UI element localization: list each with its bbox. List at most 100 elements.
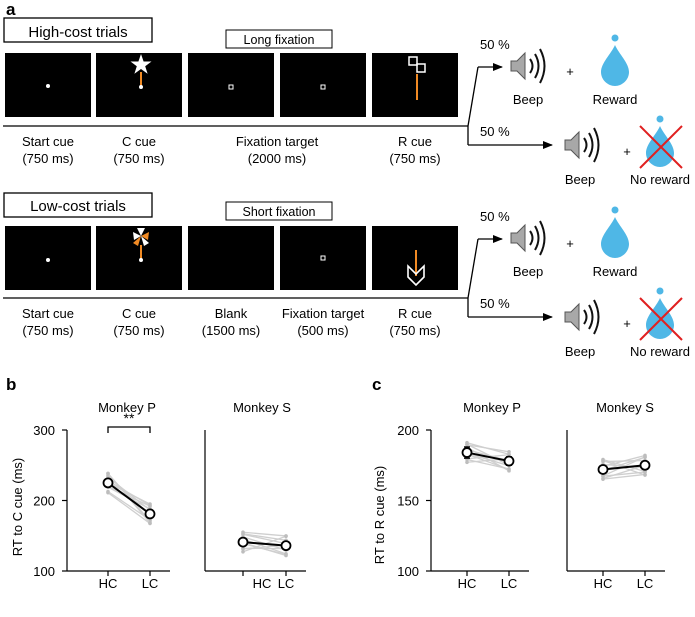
- session-point: [465, 460, 469, 465]
- x-tick-label: LC: [278, 576, 295, 591]
- no-reward-label: No reward: [630, 172, 690, 187]
- session-point: [601, 474, 605, 478]
- session-point: [148, 504, 152, 508]
- fixation-dot: [139, 258, 143, 262]
- y-tick-label: 200: [33, 494, 55, 509]
- y-tick-label: 100: [33, 564, 55, 579]
- speaker-icon: [564, 299, 600, 335]
- session-point: [601, 477, 605, 481]
- mean-line: [466, 451, 510, 463]
- fixation-dot: [46, 84, 50, 88]
- session-line: [242, 533, 287, 545]
- short-fixation-label: Short fixation: [243, 205, 316, 219]
- screen-r-cue: [372, 53, 458, 117]
- water-drop-icon: [601, 34, 629, 86]
- stage-name: Fixation target: [236, 134, 319, 149]
- mean-marker: [461, 447, 473, 458]
- session-line: [107, 492, 151, 524]
- x-tick-label: HC: [458, 576, 477, 591]
- stage-duration: (750 ms): [22, 151, 73, 166]
- mean-marker: [503, 455, 515, 467]
- session-point: [241, 532, 245, 537]
- session-point: [241, 550, 245, 554]
- plus-sign: +: [566, 64, 574, 79]
- branch-line: [467, 66, 479, 127]
- significance-stars: **: [124, 410, 135, 426]
- session-point: [284, 552, 288, 556]
- mean-marker: [280, 540, 292, 552]
- mean-marker: [597, 464, 609, 475]
- panel-c-letter: c: [372, 375, 381, 394]
- probability-label: 50 %: [480, 124, 510, 139]
- y-tick-label: 100: [397, 564, 419, 579]
- low-cost-title-box: [3, 192, 153, 218]
- reward-label: Reward: [593, 92, 638, 107]
- mean-marker: [102, 477, 114, 489]
- screen-fixation-target: [280, 226, 366, 290]
- x-tick-label: LC: [637, 576, 654, 591]
- stage-name: Blank: [215, 306, 248, 321]
- probability-label: 50 %: [480, 37, 510, 52]
- subplot-title: Monkey P: [98, 400, 156, 415]
- branch-line: [467, 238, 479, 299]
- mean-marker: [237, 536, 249, 548]
- subplot-title: Monkey S: [596, 400, 654, 415]
- panel-b-ylabel: RT to C cue (ms): [10, 458, 25, 556]
- significance-bracket: [107, 426, 151, 433]
- fixation-square: [320, 255, 326, 261]
- square-target-icon: [416, 63, 426, 73]
- screen-blank: [188, 226, 274, 290]
- water-drop-icon: [646, 115, 674, 167]
- session-point: [643, 455, 647, 459]
- plus-sign: +: [623, 144, 631, 159]
- no-reward-label: No reward: [630, 344, 690, 359]
- subplot-title: Monkey P: [463, 400, 521, 415]
- session-point: [507, 469, 511, 473]
- water-drop-icon: [646, 287, 674, 339]
- low-cost-title: Low-cost trials: [30, 198, 126, 215]
- session-line: [242, 538, 287, 555]
- y-tick-label: 200: [397, 423, 419, 438]
- no-reward-cross: [639, 125, 683, 169]
- fixation-square: [320, 84, 326, 90]
- x-tick-label: LC: [142, 576, 159, 591]
- session-line: [242, 542, 287, 557]
- stage-name: Start cue: [22, 134, 74, 149]
- session-line: [107, 486, 151, 507]
- low-cost-section: Low-cost trials Short fixation Start cue…: [3, 192, 690, 359]
- subplot-title: Monkey S: [233, 400, 291, 415]
- reward-label: Reward: [593, 264, 638, 279]
- session-point: [241, 547, 245, 551]
- plus-sign: +: [623, 316, 631, 331]
- y-tick-label: 300: [33, 423, 55, 438]
- long-fixation-label: Long fixation: [244, 33, 315, 47]
- speaker-icon: [510, 220, 546, 256]
- high-cost-title: High-cost trials: [28, 24, 127, 41]
- fixation-dot: [139, 85, 143, 89]
- x-tick-label: LC: [501, 576, 518, 591]
- long-fixation-box: [225, 29, 333, 49]
- session-point: [601, 457, 605, 462]
- panel-c-ylabel: RT to R cue (ms): [372, 466, 387, 564]
- mean-marker: [639, 459, 651, 471]
- star-cue-icon: [130, 54, 152, 74]
- y-tick-label: 150: [397, 494, 419, 509]
- speaker-icon: [510, 48, 546, 84]
- fixation-dot: [46, 258, 50, 262]
- session-point: [284, 534, 288, 539]
- mean-line: [242, 541, 287, 547]
- probability-label: 50 %: [480, 209, 510, 224]
- stage-duration: (1500 ms): [202, 323, 261, 338]
- plus-sign: +: [566, 236, 574, 251]
- x-tick-label: HC: [99, 576, 118, 591]
- pinwheel-cue-icon: [133, 228, 149, 246]
- beep-label: Beep: [565, 344, 595, 359]
- fixation-square: [228, 84, 234, 90]
- session-line: [242, 531, 287, 537]
- x-tick-label: HC: [253, 576, 272, 591]
- mean-line: [107, 482, 151, 515]
- session-point: [507, 450, 511, 454]
- stage-duration: (750 ms): [389, 151, 440, 166]
- stage-name: Start cue: [22, 306, 74, 321]
